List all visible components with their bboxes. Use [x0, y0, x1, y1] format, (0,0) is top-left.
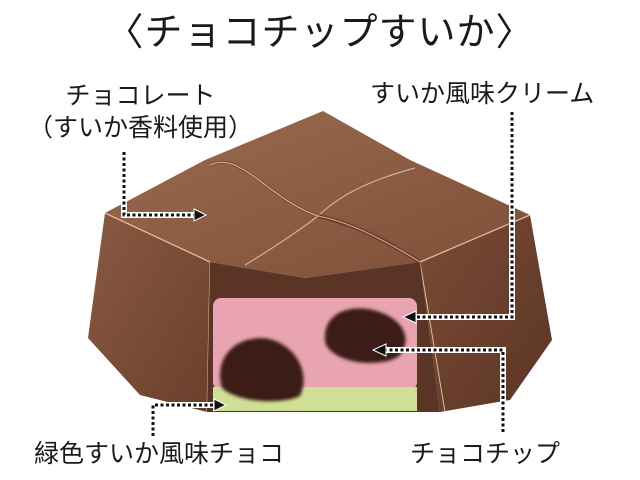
leader-chip [371, 343, 506, 432]
label-choco-chip: チョコチップ [410, 439, 561, 468]
label-chocolate-line2: （すいか香料使用） [28, 113, 254, 142]
diagram-title: 〈チョコチップすいか〉 [105, 10, 535, 54]
label-cream: すいか風味クリーム [370, 79, 595, 108]
choco-chip-left [220, 338, 304, 402]
leader-cream [401, 112, 515, 324]
leader-green [150, 398, 228, 436]
chocolate-top-face [105, 111, 530, 278]
leader-lines [121, 112, 515, 436]
label-green-choco: 緑色すいか風味チョコ [34, 439, 285, 468]
chocolate-front-cut [207, 262, 440, 412]
label-chocolate: チョコレート （すいか香料使用） [28, 80, 253, 144]
leader-chocolate [121, 152, 208, 222]
label-chocolate-line1: チョコレート [65, 81, 216, 110]
